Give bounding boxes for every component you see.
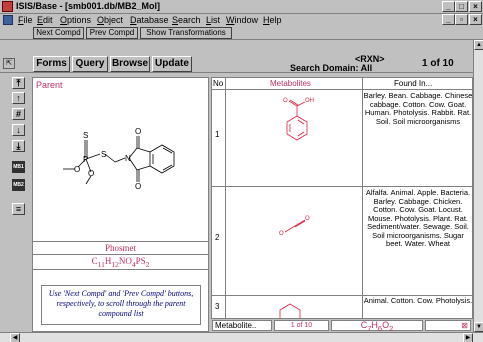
- metabolite-counter: 1 of 10: [274, 320, 329, 331]
- svg-text:O: O: [305, 216, 310, 222]
- table-header: [212, 78, 472, 90]
- first-record-icon[interactable]: ⤒: [12, 77, 25, 89]
- doc-minimize-button[interactable]: _: [442, 14, 455, 25]
- metabolite-formula: C7H6O2: [331, 320, 423, 333]
- metabolite-structure[interactable]: O O: [267, 206, 317, 246]
- prev-compd-button[interactable]: Prev Compd: [86, 27, 138, 39]
- update-button[interactable]: Update: [152, 56, 192, 72]
- menu-object[interactable]: Object: [97, 15, 124, 25]
- svg-text:O: O: [279, 231, 284, 237]
- metabolites-header: Metabolites: [270, 79, 311, 88]
- document-icon[interactable]: [3, 15, 13, 25]
- maximize-button[interactable]: □: [455, 1, 468, 12]
- compound-name: Phosmet: [104, 243, 136, 253]
- svg-text:O: O: [88, 169, 94, 178]
- found-in-cell: Animal. Cotton. Cow. Photolysis.: [363, 296, 473, 305]
- parent-compound-panel: Parent S P O: [32, 77, 209, 332]
- pointer-tool-icon[interactable]: ⇱: [3, 58, 15, 69]
- molecular-formula: C11H12NO4PS2: [91, 256, 150, 269]
- search-domain-label: Search Domain: All: [290, 63, 373, 73]
- doc-restore-button[interactable]: ▫: [455, 14, 468, 25]
- list-view-icon[interactable]: ≡: [12, 203, 25, 215]
- found-in-cell: Barley. Bean. Cabbage. Chinese cabbage. …: [363, 91, 473, 126]
- vertical-scrollbar[interactable]: ▲ ▼: [473, 40, 483, 332]
- navigation-hint: Use 'Next Compd' and 'Prev Compd' button…: [41, 285, 201, 325]
- mb2-form-button[interactable]: MB2: [12, 179, 25, 191]
- close-icon[interactable]: ⊠: [425, 320, 471, 331]
- menu-database[interactable]: Database: [130, 15, 169, 25]
- found-in-cell: Alfalfa. Animal. Apple. Bacteria. Barley…: [365, 188, 471, 248]
- metabolites-table: No Metabolites Found In... 1 O OH Barley…: [211, 77, 473, 330]
- previous-record-icon[interactable]: ↑: [12, 92, 25, 104]
- window-title: ISIS/Base - [smb001.db/MB2_Mol]: [16, 1, 161, 11]
- scroll-down-icon[interactable]: ▼: [474, 322, 483, 332]
- menu-bar: File Edit Options Object Database Search…: [0, 14, 483, 26]
- app-icon: [2, 1, 13, 12]
- row-divider: [212, 295, 472, 296]
- no-header: No: [213, 79, 224, 88]
- svg-text:O: O: [135, 182, 141, 191]
- go-to-record-icon[interactable]: #: [12, 108, 25, 120]
- menu-list[interactable]: List: [206, 15, 221, 25]
- found-in-header: Found In...: [394, 79, 433, 88]
- svg-text:P: P: [83, 155, 88, 164]
- doc-close-button[interactable]: ×: [469, 14, 482, 25]
- mb1-form-button[interactable]: MB1: [12, 161, 25, 173]
- parent-structure[interactable]: S P O O S N O O: [45, 118, 195, 213]
- svg-text:N: N: [125, 154, 131, 163]
- metabolite-structure[interactable]: [272, 300, 312, 320]
- row-number: 3: [215, 302, 220, 311]
- svg-text:O: O: [135, 127, 141, 136]
- menu-window[interactable]: Window: [226, 15, 259, 25]
- close-button[interactable]: ×: [469, 1, 482, 12]
- no-column: [212, 78, 226, 329]
- query-button[interactable]: Query: [72, 56, 108, 72]
- mode-toolbar: ⇱ Forms Query Browse Update <RXN> Search…: [0, 55, 483, 73]
- title-bar: ISIS/Base - [smb001.db/MB2_Mol] _ □ ×: [0, 0, 483, 14]
- record-nav-bar: ⤒ ↑ # ↓ ⤓ MB1 MB2 ≡: [0, 75, 30, 330]
- show-transformations-button[interactable]: Show Transformations: [140, 27, 232, 39]
- parent-label: Parent: [36, 80, 63, 90]
- svg-text:O: O: [74, 165, 80, 174]
- menu-help[interactable]: Help: [263, 15, 282, 25]
- next-compd-button[interactable]: Next Compd: [33, 27, 84, 39]
- menu-edit[interactable]: Edit: [37, 15, 53, 25]
- menu-search[interactable]: Search: [172, 15, 201, 25]
- forms-button[interactable]: Forms: [33, 56, 70, 72]
- metabolite-structure[interactable]: O OH: [267, 94, 317, 154]
- svg-text:S: S: [83, 131, 88, 140]
- last-record-icon[interactable]: ⤓: [12, 140, 25, 152]
- next-record-icon[interactable]: ↓: [12, 124, 25, 136]
- browse-button[interactable]: Browse: [110, 56, 150, 72]
- metabolite-status-bar: Metabolite.. 1 of 10 C7H6O2 ⊠: [211, 318, 473, 333]
- scroll-left-icon[interactable]: ◀: [10, 333, 20, 342]
- record-counter: 1 of 10: [422, 58, 454, 69]
- horizontal-scrollbar[interactable]: ◀ ▶: [0, 332, 483, 342]
- scroll-right-icon[interactable]: ▶: [463, 333, 473, 342]
- row-number: 2: [215, 233, 220, 242]
- divider: [33, 254, 208, 255]
- rxn-label: <RXN>: [355, 54, 385, 64]
- found-in-column: [362, 78, 472, 329]
- svg-text:S: S: [101, 150, 106, 159]
- menu-options[interactable]: Options: [60, 15, 92, 25]
- divider: [33, 269, 208, 270]
- compound-toolbar: Next Compd Prev Compd Show Transformatio…: [0, 26, 483, 40]
- scroll-up-icon[interactable]: ▲: [474, 40, 483, 50]
- row-divider: [212, 186, 472, 187]
- svg-text:O: O: [283, 98, 288, 104]
- menu-file[interactable]: File: [18, 15, 33, 25]
- row-number: 1: [215, 130, 220, 139]
- divider: [33, 241, 208, 242]
- field-name: Metabolite..: [212, 320, 272, 331]
- svg-text:OH: OH: [305, 98, 314, 104]
- minimize-button[interactable]: _: [442, 1, 455, 12]
